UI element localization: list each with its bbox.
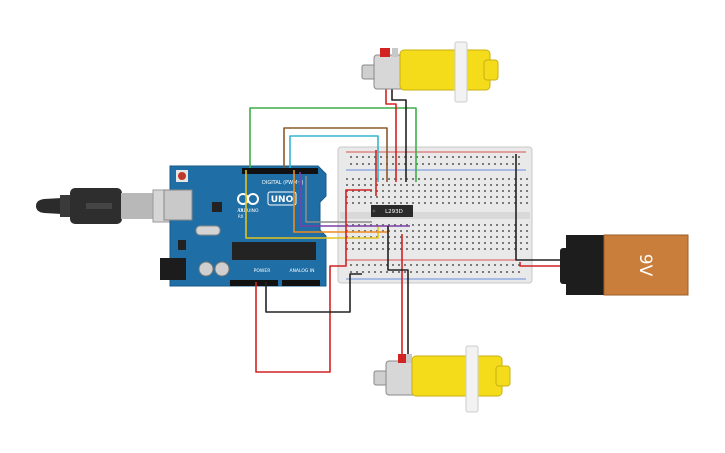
wire-grey[interactable] bbox=[305, 176, 372, 223]
motor-bottom[interactable] bbox=[373, 345, 511, 413]
arduino-logo-icon bbox=[237, 193, 259, 205]
wire-motor-top-black[interactable] bbox=[391, 82, 407, 182]
wire-motor-bottom-black[interactable] bbox=[387, 226, 409, 362]
battery-9v[interactable]: 9V bbox=[560, 234, 689, 296]
wire-brown[interactable] bbox=[283, 127, 388, 182]
wire-power-black[interactable] bbox=[265, 273, 362, 313]
wire-purple[interactable] bbox=[299, 172, 410, 227]
breadboard-holes bbox=[346, 156, 528, 273]
arduino-brand-label: ARDUINO bbox=[237, 208, 259, 214]
wire-motor-top-red[interactable] bbox=[385, 82, 397, 182]
tx-label: TX bbox=[237, 208, 243, 213]
power-header-label: POWER bbox=[254, 268, 271, 274]
breadboard[interactable] bbox=[337, 146, 533, 284]
arduino-board[interactable]: UNO ARDUINO DIGITAL (PWM~) POWER ANALOG … bbox=[160, 165, 327, 287]
analog-header-label: ANALOG IN bbox=[289, 268, 314, 274]
rx-label: RX bbox=[238, 214, 244, 219]
motor-top[interactable] bbox=[361, 41, 499, 103]
l293d-chip[interactable]: L293D bbox=[371, 205, 413, 217]
arduino-model-label: UNO bbox=[271, 195, 294, 205]
wires bbox=[245, 82, 570, 373]
digital-header-label: DIGITAL (PWM~) bbox=[262, 180, 304, 186]
chip-label: L293D bbox=[385, 209, 403, 215]
wire-battery-red[interactable] bbox=[519, 262, 570, 267]
wire-cyan[interactable] bbox=[289, 135, 379, 182]
wire-power-red[interactable] bbox=[255, 189, 372, 373]
wire-green[interactable] bbox=[249, 107, 417, 182]
battery-label: 9V bbox=[635, 254, 655, 277]
wire-battery-black[interactable] bbox=[515, 154, 570, 261]
